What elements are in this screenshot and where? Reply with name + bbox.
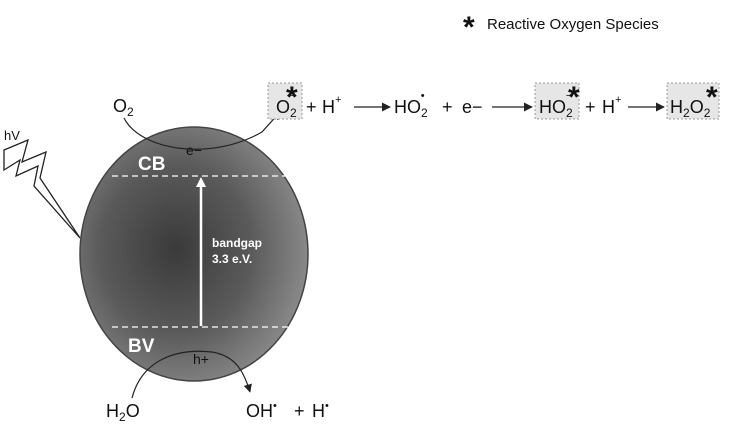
h2o-sub: 2 (119, 410, 126, 424)
proton-2-sup: + (615, 94, 621, 106)
superoxide: O2 − (276, 90, 297, 120)
oxidation-plus: + (294, 401, 305, 421)
hole-label: h+ (193, 351, 209, 367)
peroxide-mid: O (690, 97, 704, 117)
ros-legend: * Reactive Oxygen Species (463, 11, 659, 44)
ros-box-superoxide (267, 82, 303, 120)
oh-base: OH (246, 401, 273, 421)
proton-1-sup: + (335, 94, 341, 106)
light-source: hV (3, 128, 81, 239)
hydroperoxyl: HO2 • (394, 90, 428, 120)
proton-1: H+ (322, 94, 341, 117)
ros-box-peroxide (666, 82, 720, 120)
peroxide-base: H (670, 97, 683, 117)
hydroperoxide: HO2 − (539, 90, 573, 120)
o2-sub: 2 (127, 105, 134, 119)
ros-asterisk-hydroperoxide: * (568, 81, 580, 114)
superoxide-base: O (276, 97, 290, 117)
peroxide-sub: 2 (683, 106, 690, 120)
proton-2: H+ (602, 94, 621, 117)
superoxide-sup: − (290, 90, 296, 102)
plus-1: + (306, 97, 317, 117)
hydroperoxide-base: HO (539, 97, 566, 117)
superoxide-sub: 2 (290, 106, 297, 120)
h-radical: H• (312, 400, 329, 421)
hydroperoxide-sub: 2 (566, 106, 573, 120)
legend-text: Reactive Oxygen Species (487, 16, 659, 33)
plus-2: + (442, 97, 453, 117)
particle-body (79, 126, 309, 382)
ros-box-hydroperoxide (534, 82, 580, 120)
plus-3: + (585, 97, 596, 117)
h-base: H (312, 401, 325, 421)
semiconductor-particle: CB BV bandgap 3.3 e.V. e− h+ (79, 126, 309, 382)
h2o-base: H (106, 401, 119, 421)
water-reactant: H2O (106, 350, 252, 424)
oh-sup: • (273, 400, 277, 412)
bandgap-label: bandgap (212, 236, 262, 250)
ros-asterisk-superoxide: * (286, 81, 298, 114)
oxygen-reactant: O2 (113, 96, 281, 150)
bandgap-value: 3.3 e.V. (212, 252, 252, 266)
reduction-arrow (123, 111, 281, 150)
proton-2-base: H (602, 97, 615, 117)
proton-1-base: H (322, 97, 335, 117)
h-sup: • (325, 400, 329, 412)
o2-formula: O2 (113, 96, 134, 119)
cb-label: CB (138, 154, 165, 175)
legend-asterisk: * (463, 11, 475, 44)
light-label: hV (4, 128, 20, 143)
oh-radical: OH• (246, 400, 277, 421)
ros-asterisk-peroxide: * (706, 81, 718, 114)
reaction-chain: * O2− + H+ HO2• + e− * HO2− + H+ * H2O2 (267, 81, 720, 120)
h2o-formula: H2O (106, 401, 140, 424)
hydroperoxide-sup: − (566, 90, 572, 102)
hydroperoxyl-base: HO (394, 97, 421, 117)
peroxide-sub2: 2 (704, 106, 711, 120)
oxidation-arrow (131, 350, 252, 399)
bv-label: BV (128, 336, 155, 357)
oxidation-products: OH• + H• (246, 400, 329, 421)
hydrogen-peroxide: H2O2 (670, 97, 711, 120)
hydroperoxyl-sub: 2 (421, 106, 428, 120)
lightning-bolt-icon (3, 138, 81, 239)
electron-label: e− (186, 142, 202, 158)
chain-electron: e− (462, 97, 483, 117)
hydroperoxyl-sup: • (421, 90, 425, 102)
h2o-tail: O (126, 401, 140, 421)
o2-base: O (113, 96, 127, 116)
